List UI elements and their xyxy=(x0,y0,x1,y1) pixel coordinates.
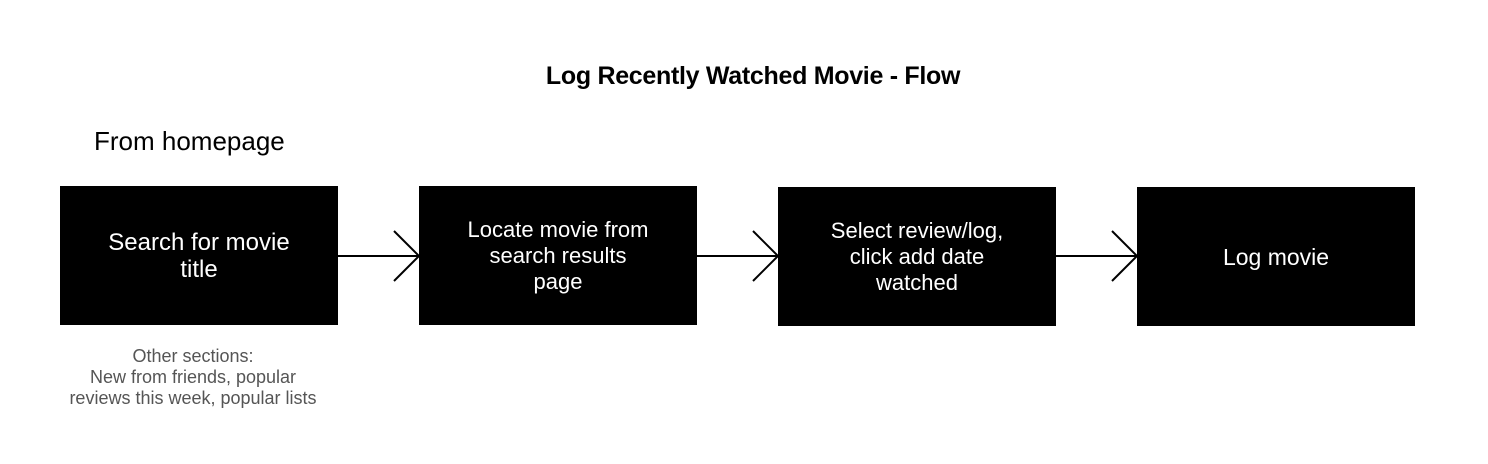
step-locate-movie: Locate movie from search results page xyxy=(419,186,697,325)
diagram-title: Log Recently Watched Movie - Flow xyxy=(545,62,961,90)
arrow-3 xyxy=(1056,230,1139,282)
step-select-review-log: Select review/log, click add date watche… xyxy=(778,187,1056,326)
step-label: Locate movie from search results page xyxy=(467,216,649,294)
other-sections-note: Other sections: New from friends, popula… xyxy=(69,346,317,408)
step-label: Search for movie title xyxy=(108,228,290,283)
arrow-1 xyxy=(338,230,421,282)
step-label: Select review/log, click add date watche… xyxy=(830,217,1004,295)
arrow-2 xyxy=(697,230,780,282)
start-label: From homepage xyxy=(94,126,285,156)
step-label: Log movie xyxy=(1222,243,1330,270)
step-search-movie-title: Search for movie title xyxy=(60,186,338,325)
step-log-movie: Log movie xyxy=(1137,187,1415,326)
